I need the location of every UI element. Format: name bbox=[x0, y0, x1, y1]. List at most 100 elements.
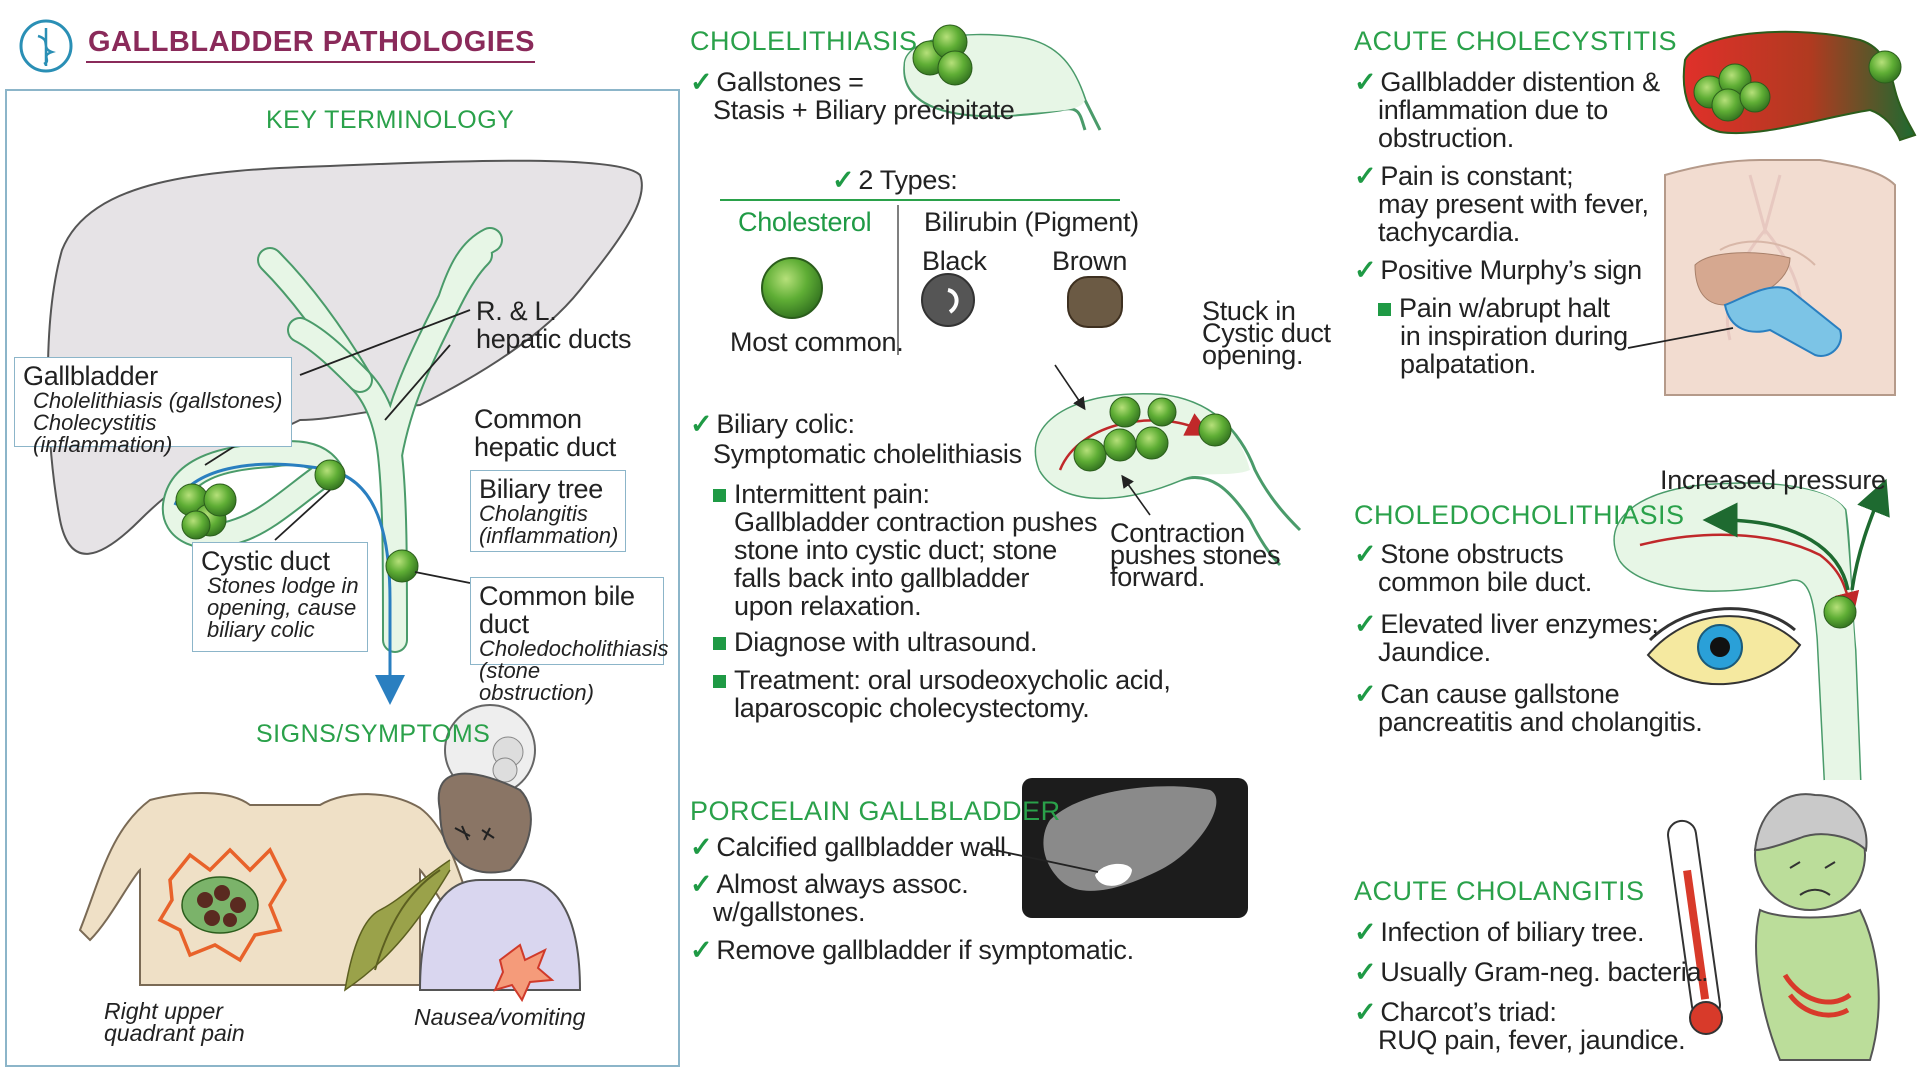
most-common-label: Most common. bbox=[730, 327, 904, 357]
intermittent-line-2: Gallbladder contraction pushes bbox=[734, 507, 1098, 537]
cystic-duct-box: Cystic duct Stones lodge in opening, cau… bbox=[192, 542, 368, 652]
check-icon: ✓ bbox=[1354, 957, 1377, 987]
label-leader-lines bbox=[204, 309, 471, 584]
check-icon: ✓ bbox=[832, 165, 855, 195]
porcelain-line-4: ✓Remove gallbladder if symptomatic. bbox=[690, 936, 1134, 964]
porcelain-line-2: ✓Almost always assoc. bbox=[690, 869, 969, 899]
black-label: Black bbox=[922, 246, 987, 276]
bullet-treatment: Treatment: oral ursodeoxycholic acid, bbox=[713, 666, 1171, 694]
cholecystitis-c1: ✓Positive Murphy’s sign bbox=[1354, 256, 1642, 284]
infection-text: Infection of biliary tree. bbox=[1380, 917, 1645, 947]
gallstones-text: Gallstones = bbox=[716, 67, 864, 97]
porcelain-heading: PORCELAIN GALLBLADDER bbox=[690, 796, 1061, 826]
choledo-b1: ✓Elevated liver enzymes; bbox=[1354, 610, 1659, 638]
contraction-line-1: Contraction bbox=[1110, 518, 1245, 548]
biliary-tree-box-line1: Cholangitis bbox=[479, 501, 588, 526]
stuck-line-2: Cystic duct bbox=[1202, 318, 1331, 348]
increased-pressure-label: Increased pressure bbox=[1660, 465, 1886, 495]
liver-enzymes-text: Elevated liver enzymes; bbox=[1380, 609, 1659, 639]
cholangitis-b1: ✓Usually Gram-neg. bacteria. bbox=[1354, 957, 1709, 987]
gallbladder-stones-illustration bbox=[903, 24, 1102, 131]
check-icon: ✓ bbox=[690, 67, 713, 97]
biliary-colic-text: Biliary colic: bbox=[716, 409, 855, 439]
common-bile-duct-box-line2: (stone obstruction) bbox=[479, 658, 594, 705]
bullet-square-icon bbox=[1378, 303, 1391, 317]
cholecystitis-a2: inflammation due to bbox=[1378, 95, 1608, 125]
cholecystitis-a3: obstruction. bbox=[1378, 123, 1514, 153]
biliary-tree-box-title: Biliary tree bbox=[479, 474, 603, 504]
gallstone-icons bbox=[175, 459, 419, 583]
contraction-label: Contraction pushes stones forward. bbox=[1110, 518, 1281, 592]
ultrasound-text: Diagnose with ultrasound. bbox=[734, 627, 1038, 657]
common-hepatic-duct-label: Common hepatic duct bbox=[474, 404, 616, 462]
key-terminology-heading: KEY TERMINOLOGY bbox=[266, 106, 515, 134]
bullet-square-icon bbox=[713, 675, 726, 689]
choledo-b2: Jaundice. bbox=[1378, 637, 1491, 667]
common-bile-duct-box-line1: Choledocholithiasis bbox=[479, 636, 669, 661]
signs-symptoms-heading: SIGNS/SYMPTOMS bbox=[256, 720, 491, 748]
check-icon: ✓ bbox=[690, 869, 713, 899]
stuck-line-1: Stuck in bbox=[1202, 296, 1296, 326]
porcelain-xray-illustration bbox=[1022, 778, 1248, 918]
choledocholithiasis-heading: CHOLEDOCHOLITHIASIS bbox=[1354, 500, 1685, 530]
fever-thermometer-icon bbox=[1667, 819, 1723, 1035]
murphy-sign-illustration bbox=[1664, 159, 1896, 396]
intermittent-line-3: stone into cystic duct; stone bbox=[734, 535, 1057, 565]
cholecystitis-d1: Pain w/abrupt halt bbox=[1378, 294, 1610, 322]
contraction-pointer-arrow bbox=[1121, 474, 1151, 516]
brown-label: Brown bbox=[1052, 246, 1128, 276]
stuck-label: Stuck in Cystic duct opening. bbox=[1202, 296, 1331, 370]
bullet-intermittent-pain: Intermittent pain: bbox=[713, 480, 930, 508]
remove-text: Remove gallbladder if symptomatic. bbox=[716, 935, 1134, 965]
choledo-a2: common bile duct. bbox=[1378, 567, 1592, 597]
cholecystitis-b3: tachycardia. bbox=[1378, 217, 1520, 247]
bullet-ultrasound: Diagnose with ultrasound. bbox=[713, 628, 1037, 656]
logo-icon bbox=[19, 19, 73, 73]
stuck-pointer-arrow bbox=[1054, 364, 1086, 411]
key-terminology-panel bbox=[5, 89, 680, 1067]
check-icon: ✓ bbox=[1354, 609, 1377, 639]
biliary-colic-illustration bbox=[1034, 392, 1302, 567]
check-icon: ✓ bbox=[690, 935, 713, 965]
distention-text: Gallbladder distention & bbox=[1380, 67, 1660, 97]
ruq-pain-label-2: quadrant pain bbox=[104, 1020, 245, 1046]
gallbladder-box: Gallbladder Cholelithiasis (gallstones) … bbox=[14, 357, 292, 456]
treatment-text: Treatment: oral ursodeoxycholic acid, bbox=[734, 665, 1171, 695]
bilirubin-label: Bilirubin (Pigment) bbox=[924, 207, 1139, 237]
contraction-line-3: forward. bbox=[1110, 562, 1206, 592]
porcelain-leader-line bbox=[984, 847, 1099, 873]
treatment-line-2: laparoscopic cholecystectomy. bbox=[734, 693, 1090, 723]
cholesterol-stone-icon bbox=[761, 257, 823, 319]
cholecystitis-d3: palpatation. bbox=[1400, 349, 1537, 379]
check-icon: ✓ bbox=[1354, 161, 1377, 191]
intermittent-line-4: falls back into gallbladder bbox=[734, 563, 1030, 593]
abrupt-halt-text: Pain w/abrupt halt bbox=[1399, 293, 1610, 323]
cholangitis-a1: ✓Infection of biliary tree. bbox=[1354, 918, 1644, 946]
murphy-text: Positive Murphy’s sign bbox=[1380, 255, 1642, 285]
black-stone-icon bbox=[921, 273, 975, 327]
check-icon: ✓ bbox=[690, 832, 713, 862]
bullet-square-icon bbox=[713, 637, 726, 651]
intermittent-pain-text: Intermittent pain: bbox=[734, 479, 930, 509]
gallstone-pancreatitis-text: Can cause gallstone bbox=[1380, 679, 1620, 709]
common-bile-duct-box-title: Common bile duct bbox=[479, 581, 635, 639]
gram-neg-text: Usually Gram-neg. bacteria. bbox=[1380, 957, 1709, 987]
check-icon: ✓ bbox=[1354, 997, 1377, 1027]
gallbladder-box-line2: Cholecystitis (inflammation) bbox=[33, 410, 173, 457]
check-icon: ✓ bbox=[1354, 67, 1377, 97]
porcelain-line-1: ✓Calcified gallbladder wall. bbox=[690, 833, 1013, 861]
bullet-square-icon bbox=[713, 489, 726, 503]
stuck-line-3: opening. bbox=[1202, 340, 1304, 370]
porcelain-line-3: w/gallstones. bbox=[713, 897, 866, 927]
charcot-text: Charcot’s triad: bbox=[1380, 997, 1557, 1027]
choledo-c1: ✓Can cause gallstone bbox=[1354, 679, 1620, 709]
gallbladder-box-title: Gallbladder bbox=[23, 361, 158, 391]
cystic-duct-box-title: Cystic duct bbox=[201, 546, 330, 576]
acute-cholecystitis-heading: ACUTE CHOLECYSTITIS bbox=[1354, 26, 1678, 56]
rl-hepatic-ducts-label: R. & L. hepatic ducts bbox=[476, 296, 632, 354]
page-title: GALLBLADDER PATHOLOGIES bbox=[88, 26, 536, 58]
cholecystitis-a1: ✓Gallbladder distention & bbox=[1354, 68, 1660, 96]
cholelithiasis-line-1: ✓Gallstones = bbox=[690, 68, 864, 96]
cholecystitis-b1: ✓Pain is constant; bbox=[1354, 161, 1574, 191]
cystic-duct-box-line1: Stones lodge in bbox=[207, 573, 359, 598]
